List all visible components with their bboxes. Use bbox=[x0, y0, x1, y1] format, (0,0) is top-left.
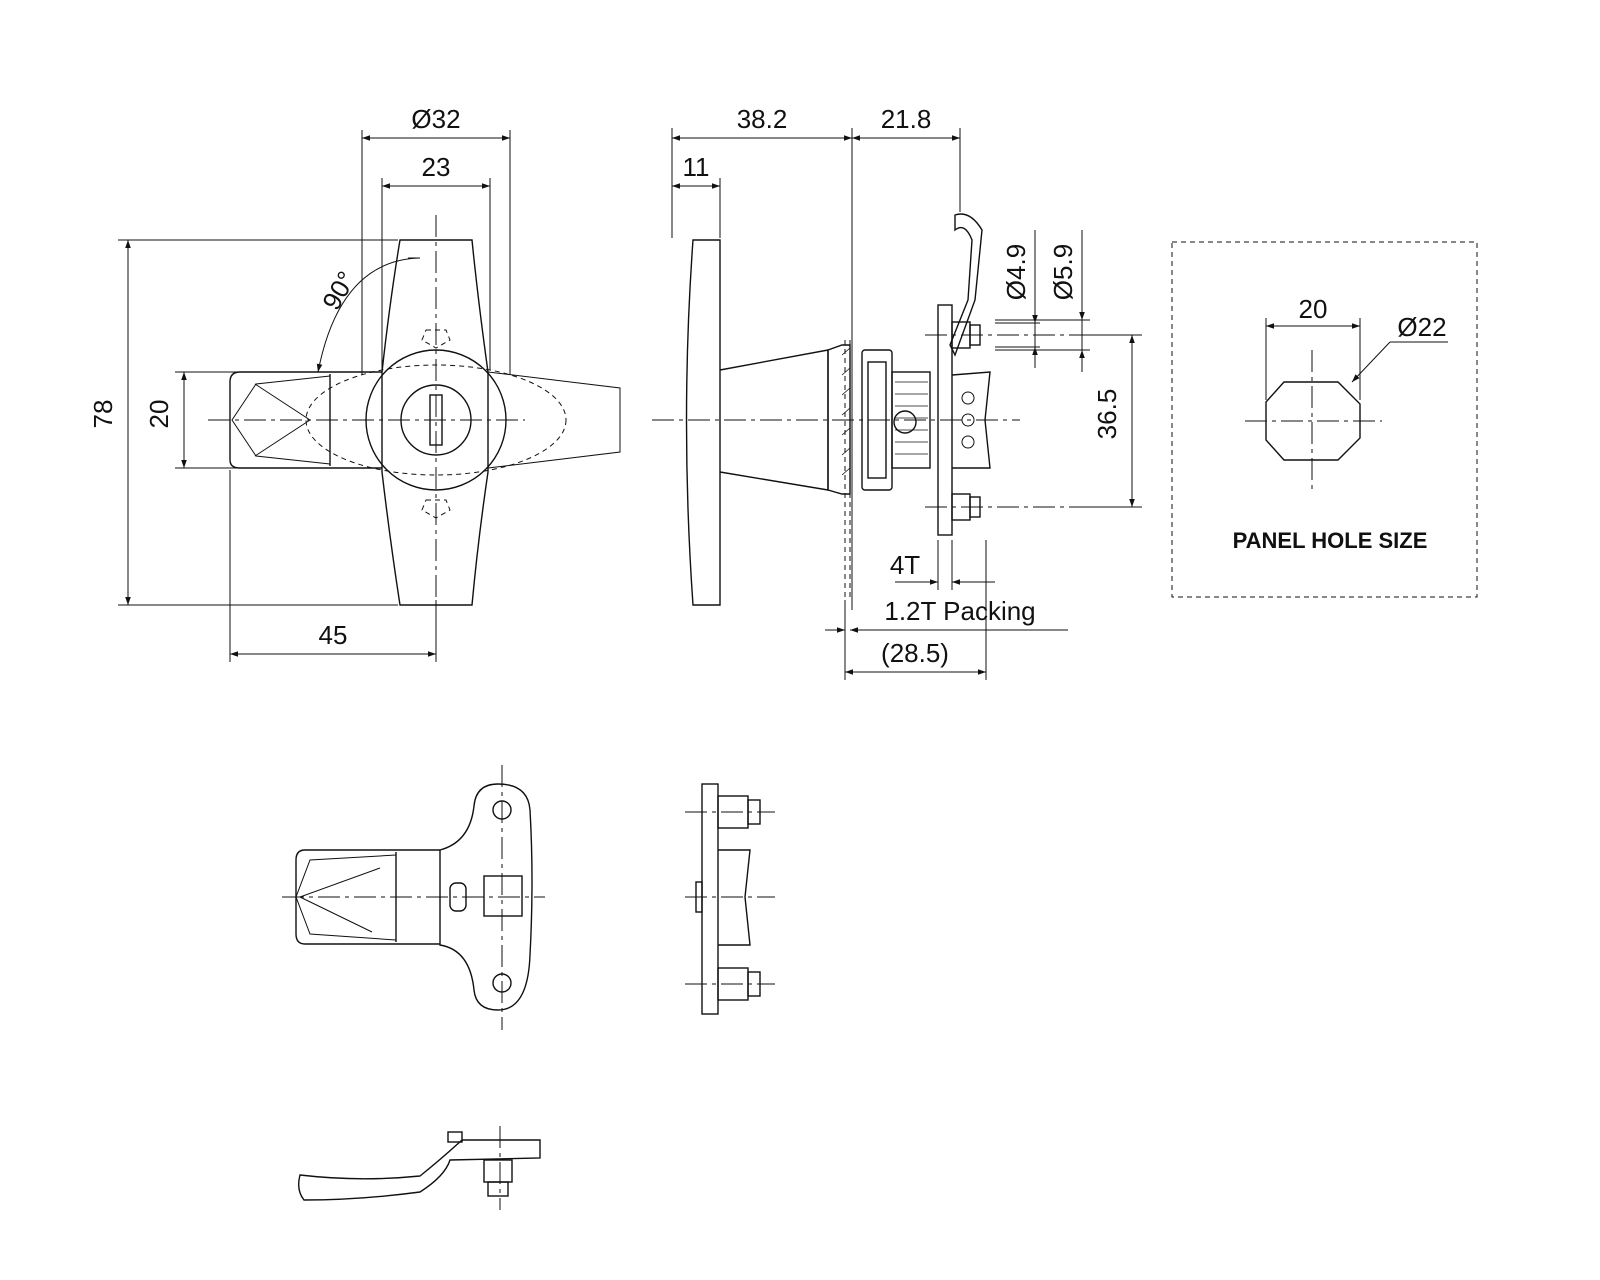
front-view: 90° Ø32 23 78 20 45 bbox=[88, 104, 621, 662]
side-view: 38.2 21.8 11 Ø4.9 Ø5.9 36.5 4T bbox=[652, 104, 1142, 680]
side-handle-grip bbox=[685, 239, 721, 606]
cam-front-view bbox=[282, 765, 545, 1030]
dim-w11: 11 bbox=[683, 152, 710, 182]
panel-hole bbox=[1265, 381, 1361, 461]
dim-w21-8: 21.8 bbox=[881, 104, 932, 134]
cam-side-plate bbox=[701, 783, 719, 1015]
side-lever bbox=[949, 213, 983, 357]
dim-dia22: Ø22 bbox=[1397, 312, 1446, 342]
dim-hole20: 20 bbox=[1299, 294, 1328, 324]
dim-4t: 4T bbox=[890, 550, 920, 580]
cam-side-view bbox=[685, 783, 775, 1015]
dim-w28-5: (28.5) bbox=[881, 638, 949, 668]
dim-w38-2: 38.2 bbox=[737, 104, 788, 134]
lever-profile bbox=[297, 1126, 541, 1210]
dim-w23: 23 bbox=[422, 152, 451, 182]
dim-angle-90: 90° bbox=[316, 266, 362, 315]
screw-hidden-bottom bbox=[421, 499, 451, 519]
dim-dia5-9: Ø5.9 bbox=[1048, 244, 1078, 300]
screw-hidden-top bbox=[421, 329, 451, 349]
panel-hole-label: PANEL HOLE SIZE bbox=[1233, 528, 1428, 553]
dim-dia4-9: Ø4.9 bbox=[1001, 244, 1031, 300]
dim-packing: 1.2T Packing bbox=[884, 596, 1035, 626]
lever-profile-shape bbox=[297, 1139, 541, 1201]
t-handle-bar bbox=[381, 239, 489, 606]
dim-h36-5: 36.5 bbox=[1092, 389, 1122, 440]
dim-dia32: Ø32 bbox=[411, 104, 460, 134]
cam-plate bbox=[439, 783, 533, 1011]
panel-hole-size: 20 Ø22 PANEL HOLE SIZE bbox=[1171, 241, 1478, 598]
dim-h20: 20 bbox=[144, 400, 174, 429]
dim-h78: 78 bbox=[88, 400, 118, 429]
panel-outline bbox=[1171, 241, 1478, 598]
dim-w45: 45 bbox=[319, 620, 348, 650]
